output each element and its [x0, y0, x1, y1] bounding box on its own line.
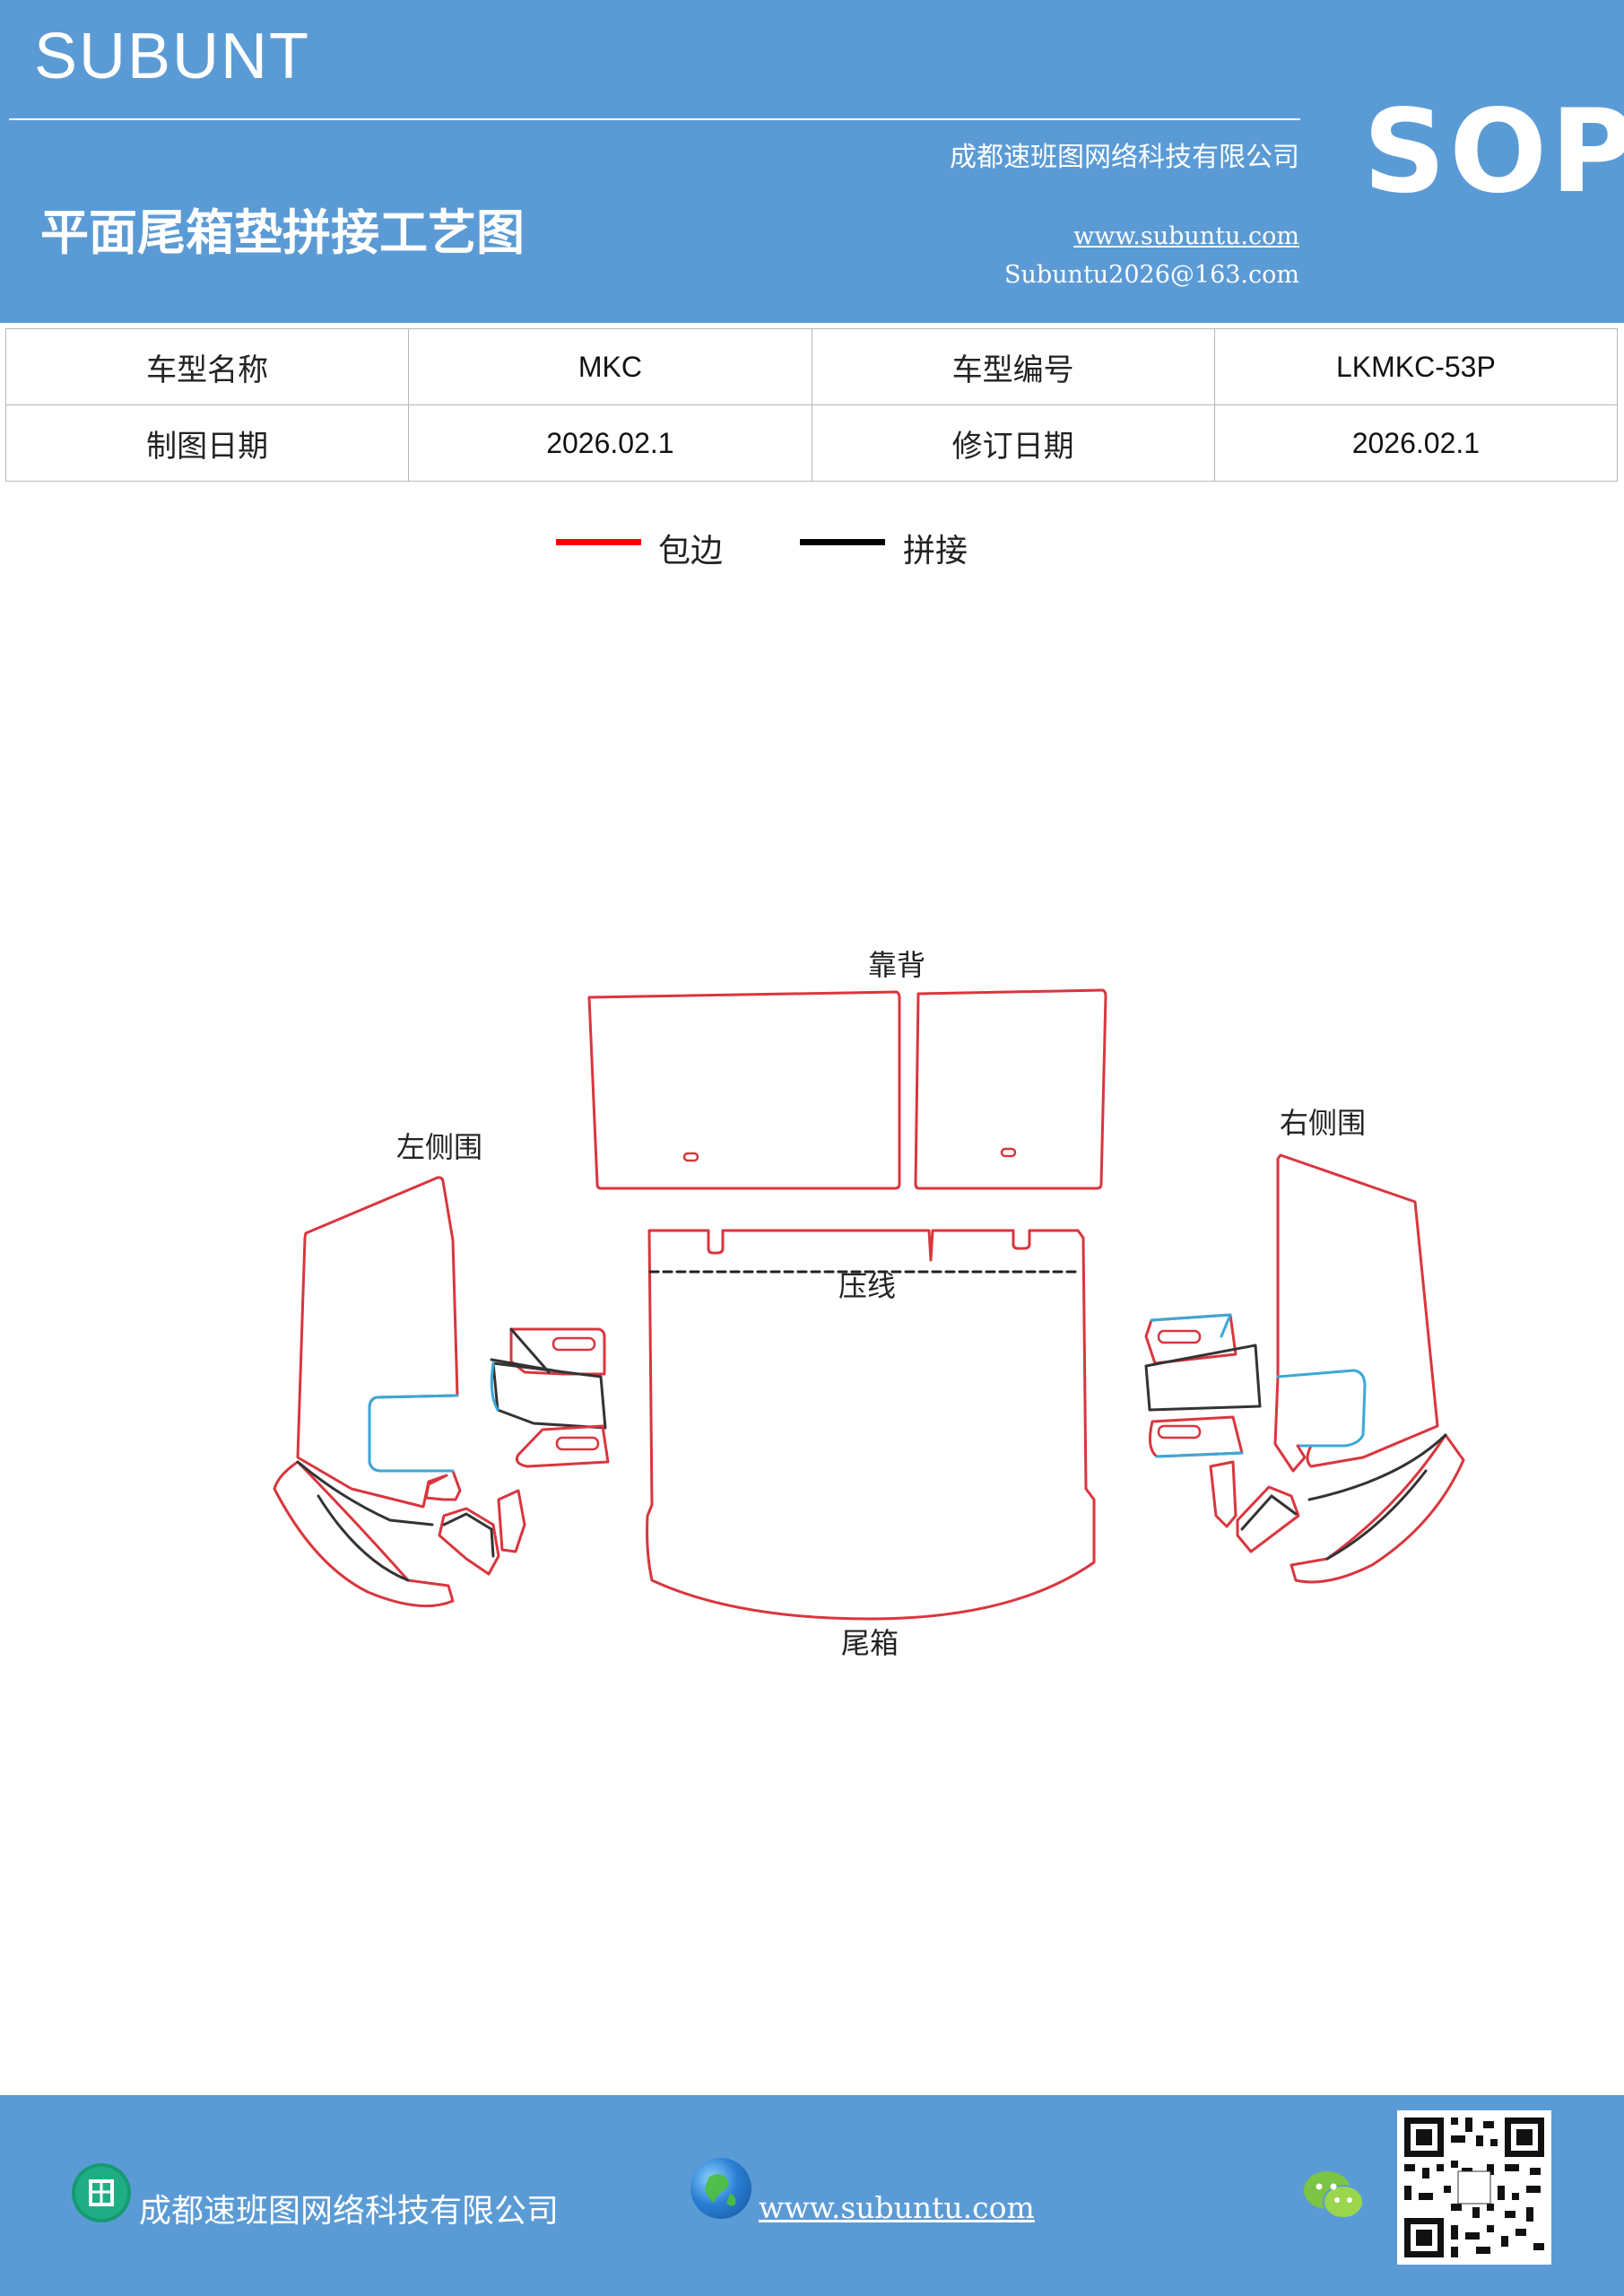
- right-trim-slot-b: [1157, 1424, 1202, 1439]
- left-side-accent: [368, 1394, 459, 1473]
- left-trim-upper-seam: [490, 1327, 565, 1374]
- info-table: 车型名称 MKC 车型编号 LKMKC-53P 制图日期 2026.02.1 修…: [4, 328, 1619, 482]
- legend-edge-label: 包边: [658, 533, 724, 570]
- legend-seam-swatch: [800, 539, 885, 545]
- table-row: 车型名称 MKC 车型编号 LKMKC-53P: [4, 328, 1619, 405]
- left-wheel-arch: [273, 1460, 455, 1608]
- brand-name: SUBUNT: [34, 21, 311, 92]
- legend: 包边 拼接: [0, 525, 1624, 578]
- globe-icon: [690, 2158, 751, 2219]
- draw-date-value: 2026.02.1: [408, 404, 812, 482]
- legend-seam-label: 拼接: [903, 533, 968, 570]
- wechat-icon: [1302, 2169, 1365, 2222]
- header-banner: SUBUNT 成都速班图网络科技有限公司 平面尾箱垫拼接工艺图 www.subu…: [0, 0, 1624, 323]
- label-left-side: 左侧围: [396, 1130, 482, 1164]
- model-name-label: 车型名称: [4, 328, 410, 405]
- backrest-panel-right: [914, 988, 1107, 1190]
- left-small-piece-b: [497, 1489, 526, 1553]
- label-backrest: 靠背: [868, 948, 925, 982]
- table-row: 制图日期 2026.02.1 修订日期 2026.02.1: [4, 404, 1619, 482]
- document-title: 平面尾箱垫拼接工艺图: [40, 204, 525, 261]
- model-code-label: 车型编号: [811, 328, 1215, 405]
- footer-website-link[interactable]: www.subuntu.com: [759, 2190, 1035, 2225]
- model-name-value: MKC: [408, 328, 812, 405]
- left-wheel-seam: [296, 1460, 434, 1582]
- left-side-panel: [296, 1176, 462, 1509]
- legend-edge-swatch: [556, 539, 641, 545]
- left-small-piece-a: [438, 1507, 500, 1576]
- right-wheel-arch: [1290, 1433, 1465, 1584]
- qr-code-graphic: [1404, 2118, 1544, 2257]
- model-code-value: LKMKC-53P: [1213, 328, 1619, 405]
- label-trunk: 尾箱: [841, 1626, 899, 1660]
- right-trim-mid: [1144, 1344, 1262, 1412]
- label-crease: 压线: [838, 1269, 896, 1303]
- right-small-piece-b: [1209, 1460, 1238, 1528]
- right-wheel-seam: [1307, 1433, 1447, 1561]
- left-small-piece-a-seam: [442, 1512, 495, 1558]
- right-side-accent: [1276, 1369, 1367, 1448]
- revise-date-label: 修订日期: [811, 404, 1215, 482]
- right-small-piece-a: [1236, 1485, 1300, 1553]
- right-trim-slot-a: [1157, 1329, 1202, 1344]
- company-icon: [72, 2163, 131, 2222]
- right-trim-lower-accent: [1155, 1451, 1244, 1458]
- trunk-floor-panel: [646, 1229, 1096, 1621]
- right-side-panel: [1273, 1153, 1439, 1473]
- footer-company-name: 成都速班图网络科技有限公司: [139, 2193, 560, 2230]
- left-trim-upper: [509, 1327, 606, 1376]
- website-link[interactable]: www.subuntu.com: [1073, 222, 1299, 250]
- backrest-panel-left: [587, 990, 901, 1190]
- right-small-piece-a-seam: [1240, 1494, 1298, 1531]
- sop-badge: SOP: [1363, 85, 1624, 219]
- company-name: 成都速班图网络科技有限公司: [950, 142, 1299, 173]
- email-address: Subuntu2026@163.com: [1004, 261, 1299, 289]
- qr-code[interactable]: [1397, 2110, 1551, 2265]
- backrest-slot-right: [1000, 1147, 1017, 1158]
- left-trim-slot-a: [551, 1336, 596, 1352]
- header-divider: [9, 118, 1300, 120]
- right-trim-upper-accent: [1150, 1313, 1232, 1338]
- left-trim-mid: [491, 1361, 607, 1430]
- revise-date-value: 2026.02.1: [1213, 404, 1619, 482]
- backrest-slot-left: [682, 1152, 699, 1162]
- left-trim-mid-accent: [490, 1361, 499, 1412]
- left-trim-slot-b: [555, 1436, 600, 1451]
- left-trim-lower: [515, 1424, 610, 1468]
- label-right-side: 右侧围: [1280, 1106, 1366, 1140]
- footer-banner: 成都速班图网络科技有限公司 www.subuntu.com: [0, 2095, 1624, 2296]
- draw-date-label: 制图日期: [4, 404, 410, 482]
